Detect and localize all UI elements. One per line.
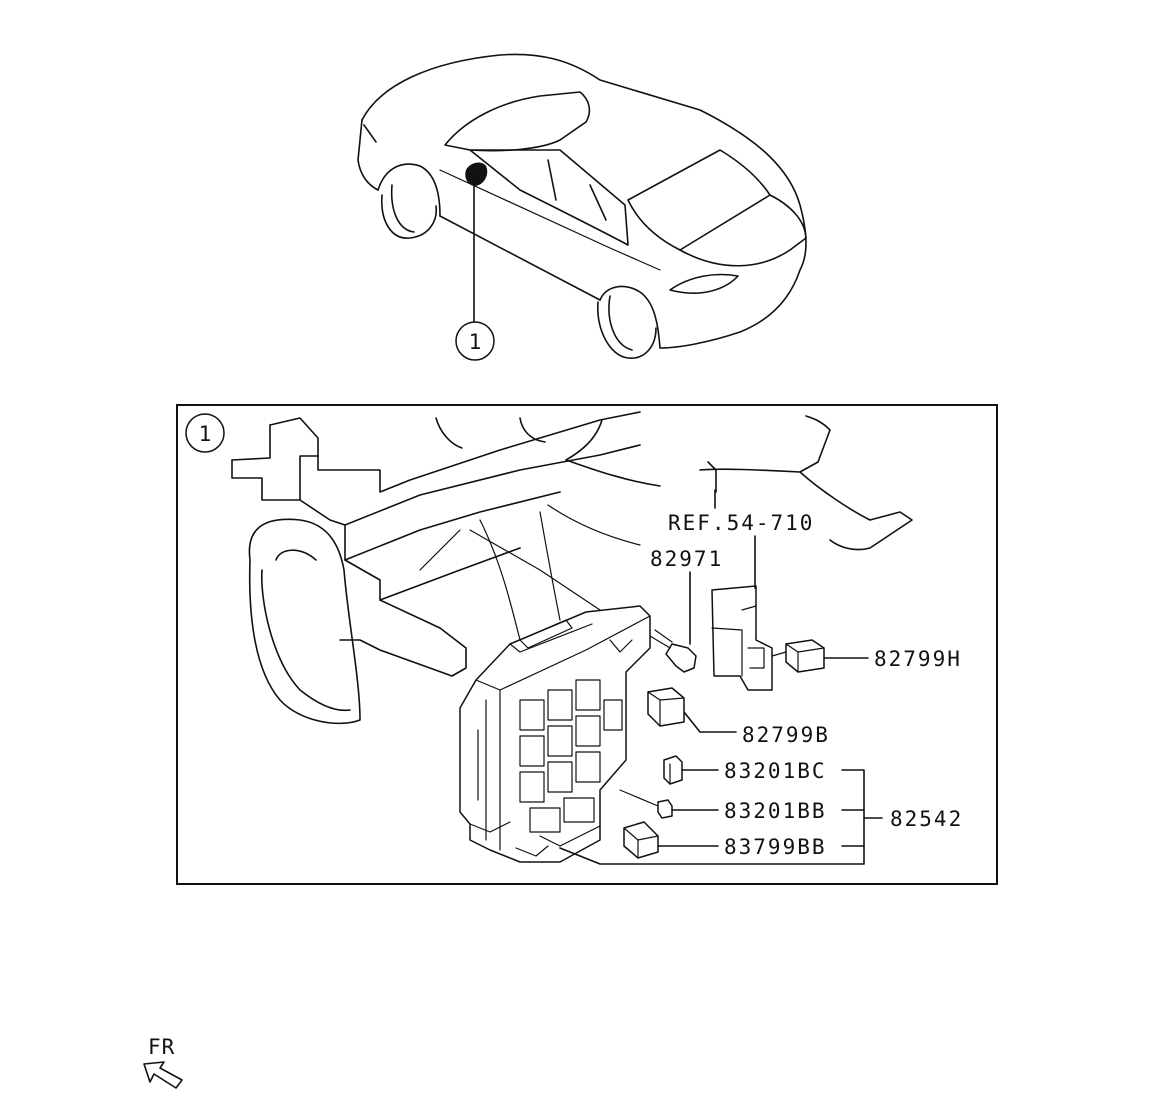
location-marker-icon	[465, 162, 488, 186]
fuse-83201BC	[663, 755, 683, 785]
part-label-82799B: 82799B	[742, 723, 830, 747]
front-direction-label: FR	[148, 1035, 175, 1059]
front-direction-indicator: FR	[143, 1035, 183, 1089]
fuse-holder-83799BB	[623, 821, 659, 859]
leader-lines	[559, 489, 883, 865]
vehicle-overview-illustration: 1	[357, 53, 807, 361]
detail-callout-circle	[185, 413, 225, 453]
reference-label: REF.54-710	[668, 511, 814, 535]
overview-callout-number: 1	[469, 330, 482, 354]
fuse-83201BB	[619, 789, 673, 819]
relay-82799H	[771, 639, 825, 673]
overview-callout-circle	[455, 321, 495, 361]
part-label-82542: 82542	[890, 807, 963, 831]
bolt-82971	[649, 629, 697, 673]
detail-view: 1	[176, 404, 998, 885]
part-label-82971: 82971	[650, 547, 723, 571]
front-arrow-icon	[143, 1061, 183, 1089]
cross-member-structure	[231, 411, 913, 725]
relay-82799B	[647, 687, 685, 727]
part-label-83201BC: 83201BC	[724, 759, 827, 783]
junction-block	[459, 605, 651, 863]
part-label-82799H: 82799H	[874, 647, 962, 671]
relay-bracket	[711, 585, 773, 691]
part-label-83799BB: 83799BB	[724, 835, 827, 859]
part-label-83201BB: 83201BB	[724, 799, 827, 823]
detail-callout-number: 1	[199, 422, 212, 446]
